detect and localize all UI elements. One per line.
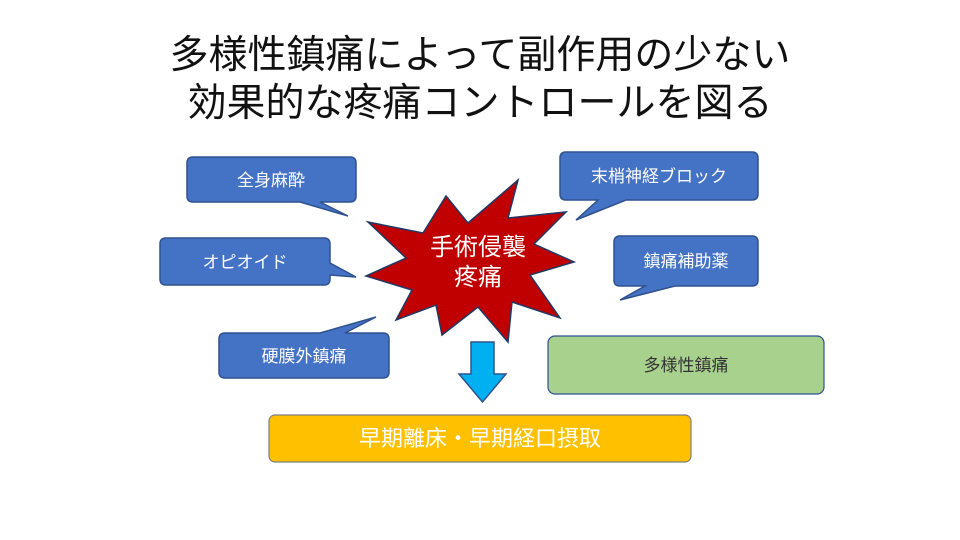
outcome-box: 早期離床・早期経口摂取 bbox=[268, 414, 692, 463]
down-arrow-icon bbox=[457, 341, 508, 404]
outcome-label: 早期離床・早期経口摂取 bbox=[359, 427, 601, 452]
callout-label-opioid: オピオイド bbox=[203, 253, 288, 273]
callout-epidural: 硬膜外鎮痛 bbox=[218, 316, 390, 379]
callout-adjuvant: 鎮痛補助薬 bbox=[613, 235, 759, 301]
multimodal-label: 多様性鎮痛 bbox=[644, 356, 729, 376]
callout-label-nerve-block: 末梢神経ブロック bbox=[591, 166, 727, 187]
callout-label-general-anesthesia: 全身麻酔 bbox=[237, 171, 305, 191]
explosion-burst-icon bbox=[363, 177, 577, 344]
slide-title-line2: 効果的な疼痛コントロールを図る bbox=[187, 81, 773, 126]
callout-nerve-block: 末梢神経ブロック bbox=[559, 151, 759, 221]
burst-label-line1: 手術侵襲 bbox=[430, 233, 526, 261]
callout-opioid: オピオイド bbox=[159, 237, 357, 286]
multimodal-box: 多様性鎮痛 bbox=[547, 335, 825, 395]
burst-label-line2: 疼痛 bbox=[454, 263, 502, 291]
callout-general-anesthesia: 全身麻酔 bbox=[186, 156, 357, 217]
slide-title-line1: 多様性鎮痛によって副作用の少ない bbox=[169, 33, 791, 78]
burst-surgical-pain: 手術侵襲 疼痛 bbox=[363, 177, 577, 344]
callout-label-adjuvant: 鎮痛補助薬 bbox=[644, 252, 729, 272]
callout-label-epidural: 硬膜外鎮痛 bbox=[262, 347, 347, 367]
